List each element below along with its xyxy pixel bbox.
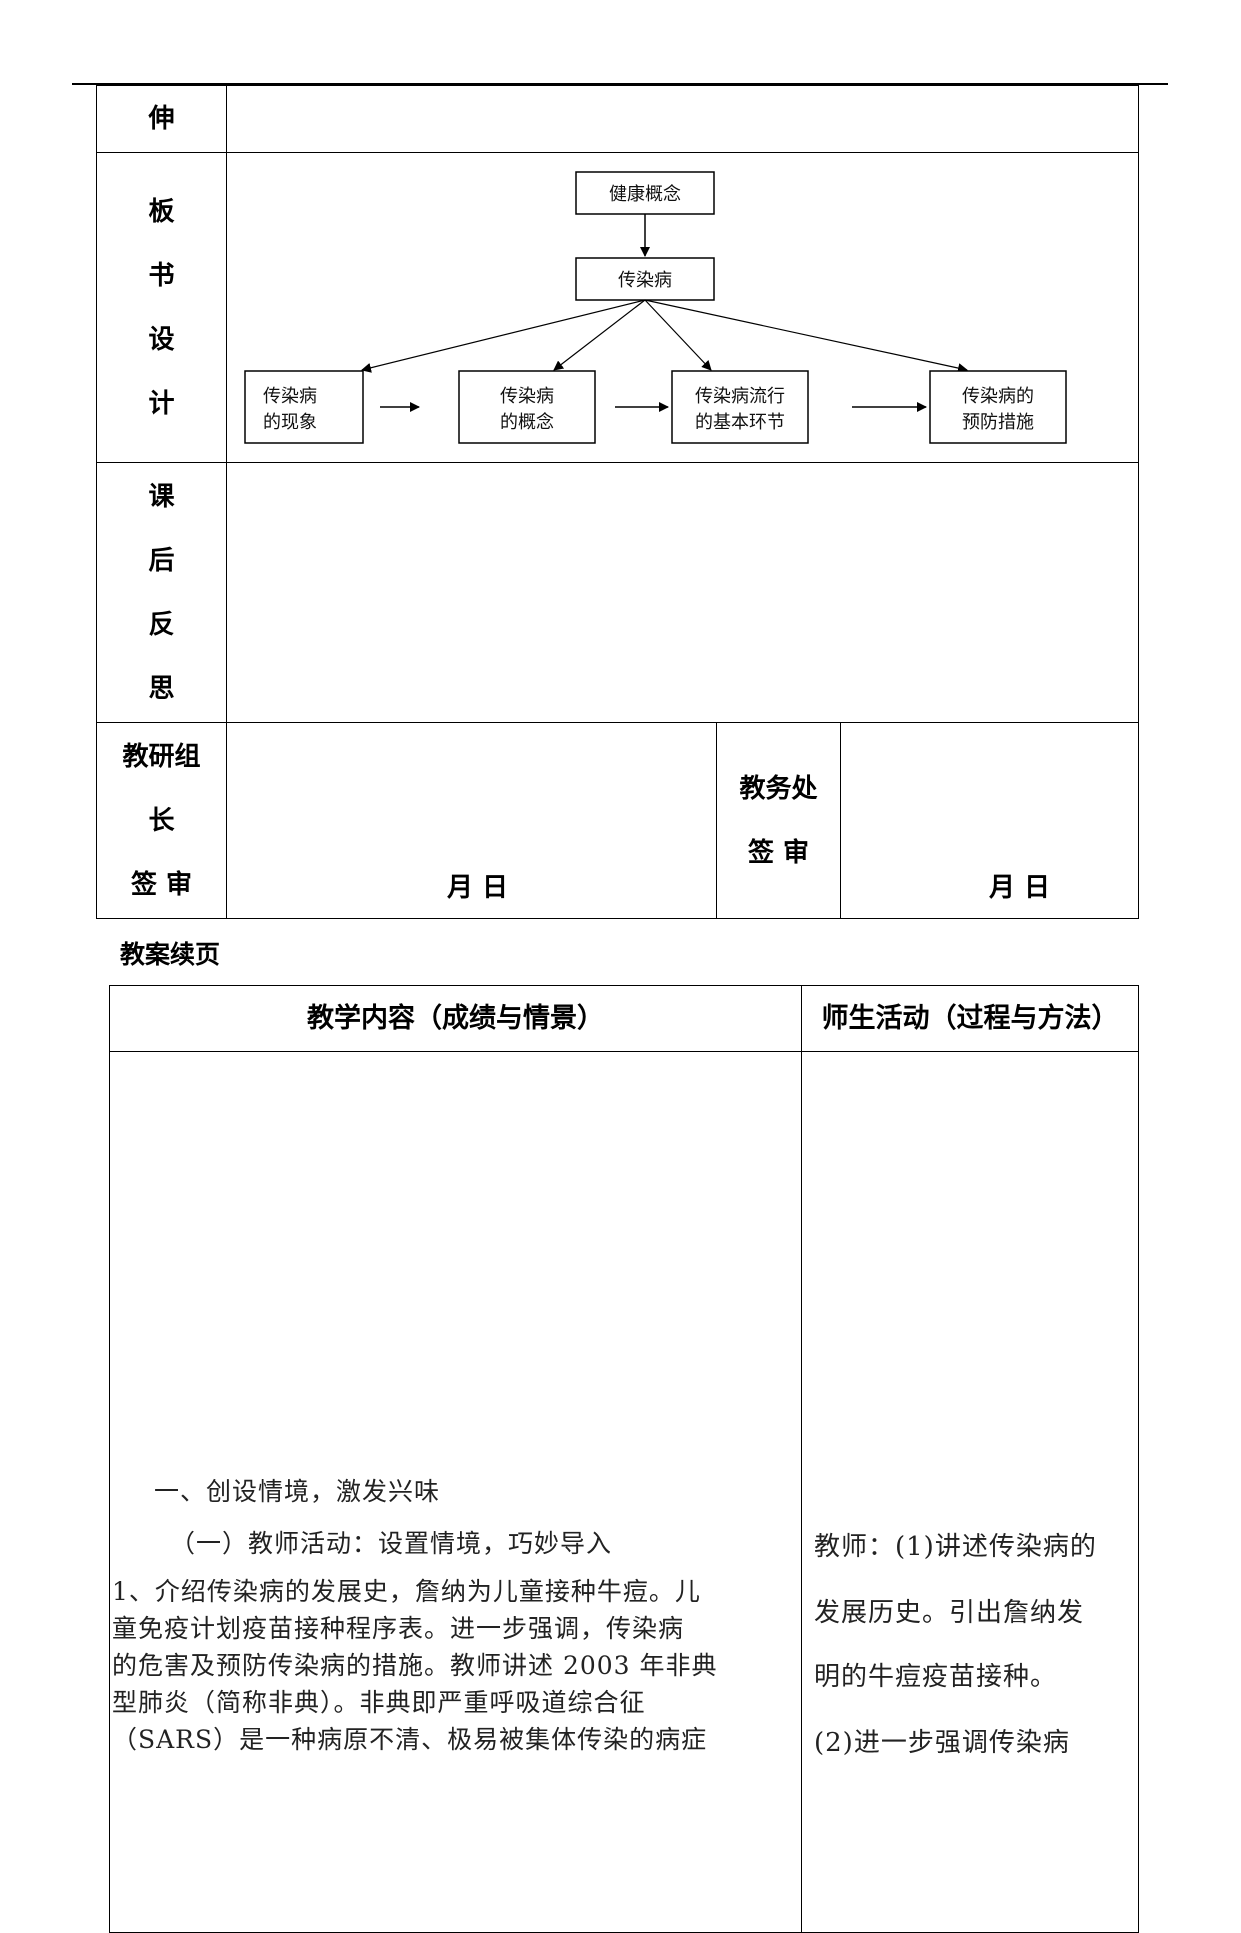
- node-branch-1: [244, 369, 364, 444]
- reflection-label: 课 后 反 思: [96, 462, 227, 723]
- activity-line: (2)进一步强调传染病: [814, 1728, 1070, 1758]
- extension-label: 伸: [96, 85, 227, 153]
- paragraph-line: 童免疫计划疫苗接种程序表。进一步强调，传染病: [112, 1614, 685, 1643]
- board-label-char: 计: [148, 388, 175, 419]
- node-branch-3: [671, 369, 809, 444]
- node-branch-3-line1: 传染病流行: [695, 386, 785, 407]
- node-branch-4: [929, 369, 1067, 444]
- academic-office-label: 教务处 签 审: [716, 722, 841, 919]
- node-branch-2-line1: 传染病: [500, 386, 554, 407]
- extension-cell: [225, 85, 1140, 153]
- paragraph-line: （SARS）是一种病原不清、极易被集体传染的病症: [112, 1725, 708, 1754]
- sub-heading: （一）教师活动：设置情境，巧妙导入: [170, 1529, 613, 1558]
- node-branch-4-line1: 传染病的: [962, 386, 1034, 407]
- group-leader-label-line: 签 审: [130, 869, 193, 900]
- paragraph-line: 型肺炎（简称非典）。非典即严重呼吸道综合征: [112, 1688, 646, 1717]
- group-leader-label-line: 教研组: [122, 741, 201, 772]
- reflection-label-char: 思: [148, 673, 175, 704]
- arrow-to-branch-1: [361, 298, 646, 373]
- reflection-cell: [225, 462, 1140, 723]
- lesson-plan-table: 伸 板 书 设 计 健康概念 传染病: [96, 85, 1140, 919]
- node-branch-1-line1: 传染病: [263, 386, 317, 407]
- board-label-char: 设: [148, 324, 175, 355]
- arrow-to-branch-4: [644, 298, 968, 373]
- group-leader-label-line: 长: [148, 805, 175, 836]
- paragraph-line: 1、介绍传染病的发展史，詹纳为儿童接种牛痘。儿: [112, 1577, 701, 1606]
- academic-office-label-line: 签 审: [747, 837, 810, 868]
- node-branch-4-line2: 预防措施: [962, 412, 1034, 433]
- continuation-table: 教学内容（成绩与情景） 师生活动（过程与方法） 一、创设情境，激发兴味 （一）教…: [109, 985, 1139, 1933]
- activity-line: 教师：(1)讲述传染病的: [814, 1532, 1097, 1562]
- node-branch-3-line2: 的基本环节: [695, 412, 785, 433]
- academic-office-sign-cell: 月 日: [839, 722, 1140, 919]
- board-design-label: 板 书 设 计: [96, 152, 227, 463]
- node-health-concept-label: 健康概念: [609, 183, 681, 205]
- teacher-activity-cell: 教师：(1)讲述传染病的 发展历史。引出詹纳发 明的牛痘疫苗接种。 (2)进一步…: [801, 1051, 1139, 1933]
- board-design-cell: 健康概念 传染病 传染病 的现象 传染病 的概念 传染病流行 的基本环节 传染病…: [225, 152, 1140, 463]
- date-right: 月 日: [989, 873, 1051, 903]
- arrow-to-branch-3: [644, 299, 712, 371]
- board-diagram: 健康概念 传染病 传染病 的现象 传染病 的概念 传染病流行 的基本环节 传染病…: [244, 170, 1067, 444]
- node-branch-2-line2: 的概念: [500, 411, 554, 433]
- academic-office-label-line: 教务处: [739, 773, 818, 804]
- arrow-to-branch-2: [553, 299, 646, 371]
- reflection-label-char: 课: [148, 481, 175, 512]
- reflection-label-char: 后: [148, 545, 175, 576]
- group-leader-sign-cell: 月 日: [226, 722, 717, 919]
- activity-column-header: 师生活动（过程与方法）: [801, 985, 1139, 1052]
- section-heading: 一、创设情境，激发兴味: [154, 1477, 441, 1506]
- board-label-char: 书: [148, 260, 175, 291]
- paragraph-line: 的危害及预防传染病的措施。教师讲述 2003 年非典: [112, 1651, 718, 1680]
- activity-line: 发展历史。引出詹纳发: [814, 1598, 1085, 1628]
- header-rule: [72, 83, 1168, 85]
- reflection-label-char: 反: [148, 609, 175, 640]
- teaching-content-cell: 一、创设情境，激发兴味 （一）教师活动：设置情境，巧妙导入 1、介绍传染病的发展…: [109, 1051, 802, 1933]
- content-column-header: 教学内容（成绩与情景）: [109, 985, 802, 1052]
- board-label-char: 板: [148, 196, 175, 227]
- activity-line: 明的牛痘疫苗接种。: [814, 1662, 1058, 1692]
- continuation-title: 教案续页: [120, 940, 221, 969]
- date-left: 月 日: [447, 873, 509, 903]
- node-branch-1-line2: 的现象: [263, 412, 317, 433]
- node-infectious-disease: [575, 256, 715, 301]
- node-branch-2: [458, 369, 596, 444]
- node-infectious-disease-label: 传染病: [618, 270, 672, 291]
- group-leader-label: 教研组 长 签 审: [96, 722, 227, 919]
